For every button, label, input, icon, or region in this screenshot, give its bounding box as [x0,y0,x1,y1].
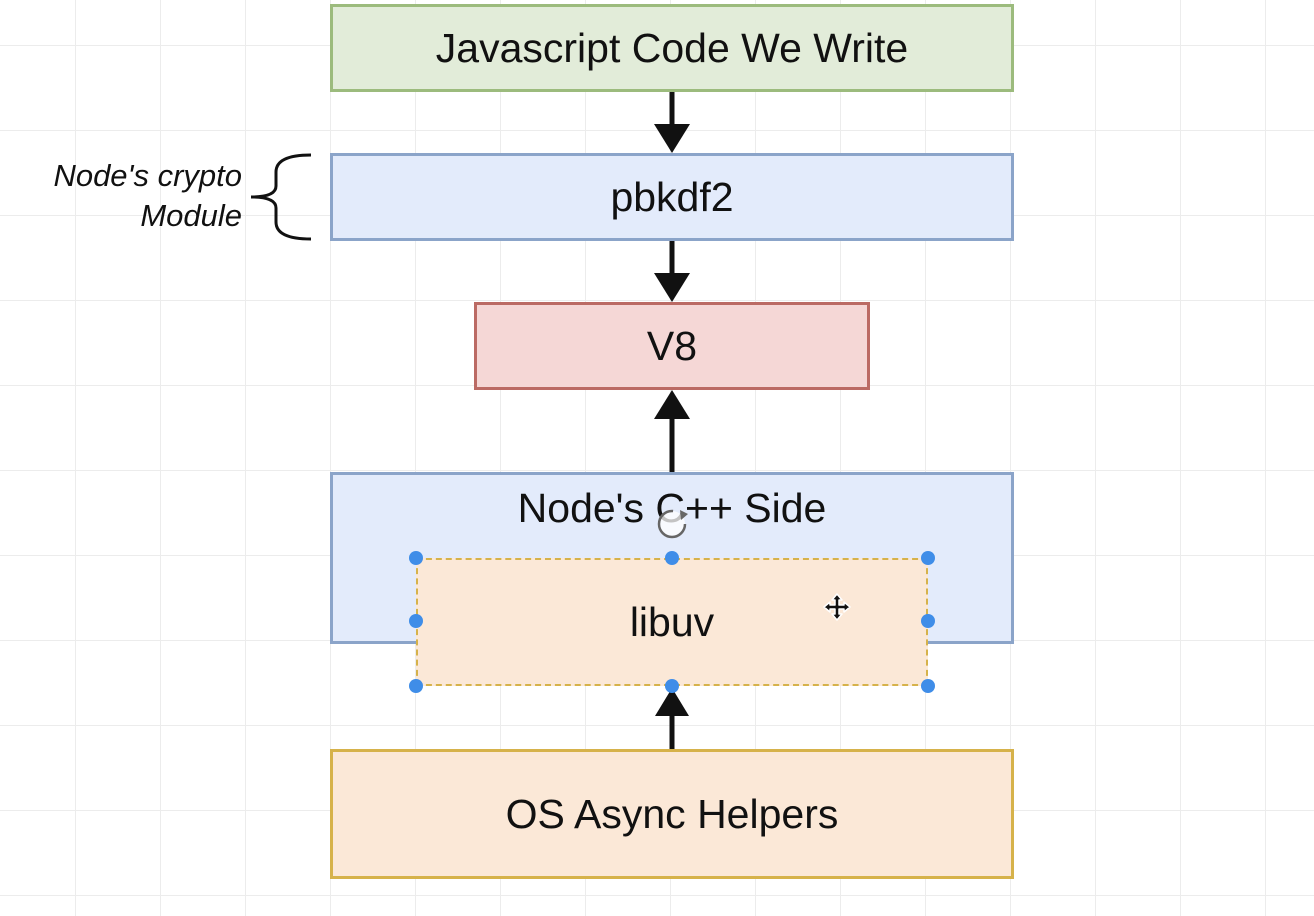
pbkdf2-label: pbkdf2 [610,173,734,220]
os-async-helpers-box[interactable]: OS Async Helpers [330,749,1014,879]
curly-brace [250,153,312,241]
arrow-os-to-libuv[interactable] [655,688,689,749]
crypto-module-label-line2: Module [140,198,242,233]
arrow-pbkdf2-to-v8[interactable] [654,241,690,302]
cpp-side-label: Node's C++ Side [517,485,827,531]
crypto-module-label: Node's crypto Module [20,156,242,236]
js-code-box[interactable]: Javascript Code We Write [330,4,1014,92]
crypto-module-label-line1: Node's crypto [53,158,242,193]
arrow-js-to-pbkdf2[interactable] [654,92,690,153]
arrow-cpp-to-v8[interactable] [654,390,690,472]
pbkdf2-box[interactable]: pbkdf2 [330,153,1014,241]
os-async-helpers-label: OS Async Helpers [505,790,839,837]
js-code-label: Javascript Code We Write [435,24,909,71]
v8-box[interactable]: V8 [474,302,870,390]
libuv-box[interactable]: libuv [416,558,928,686]
v8-label: V8 [646,322,698,369]
libuv-label: libuv [629,598,715,645]
